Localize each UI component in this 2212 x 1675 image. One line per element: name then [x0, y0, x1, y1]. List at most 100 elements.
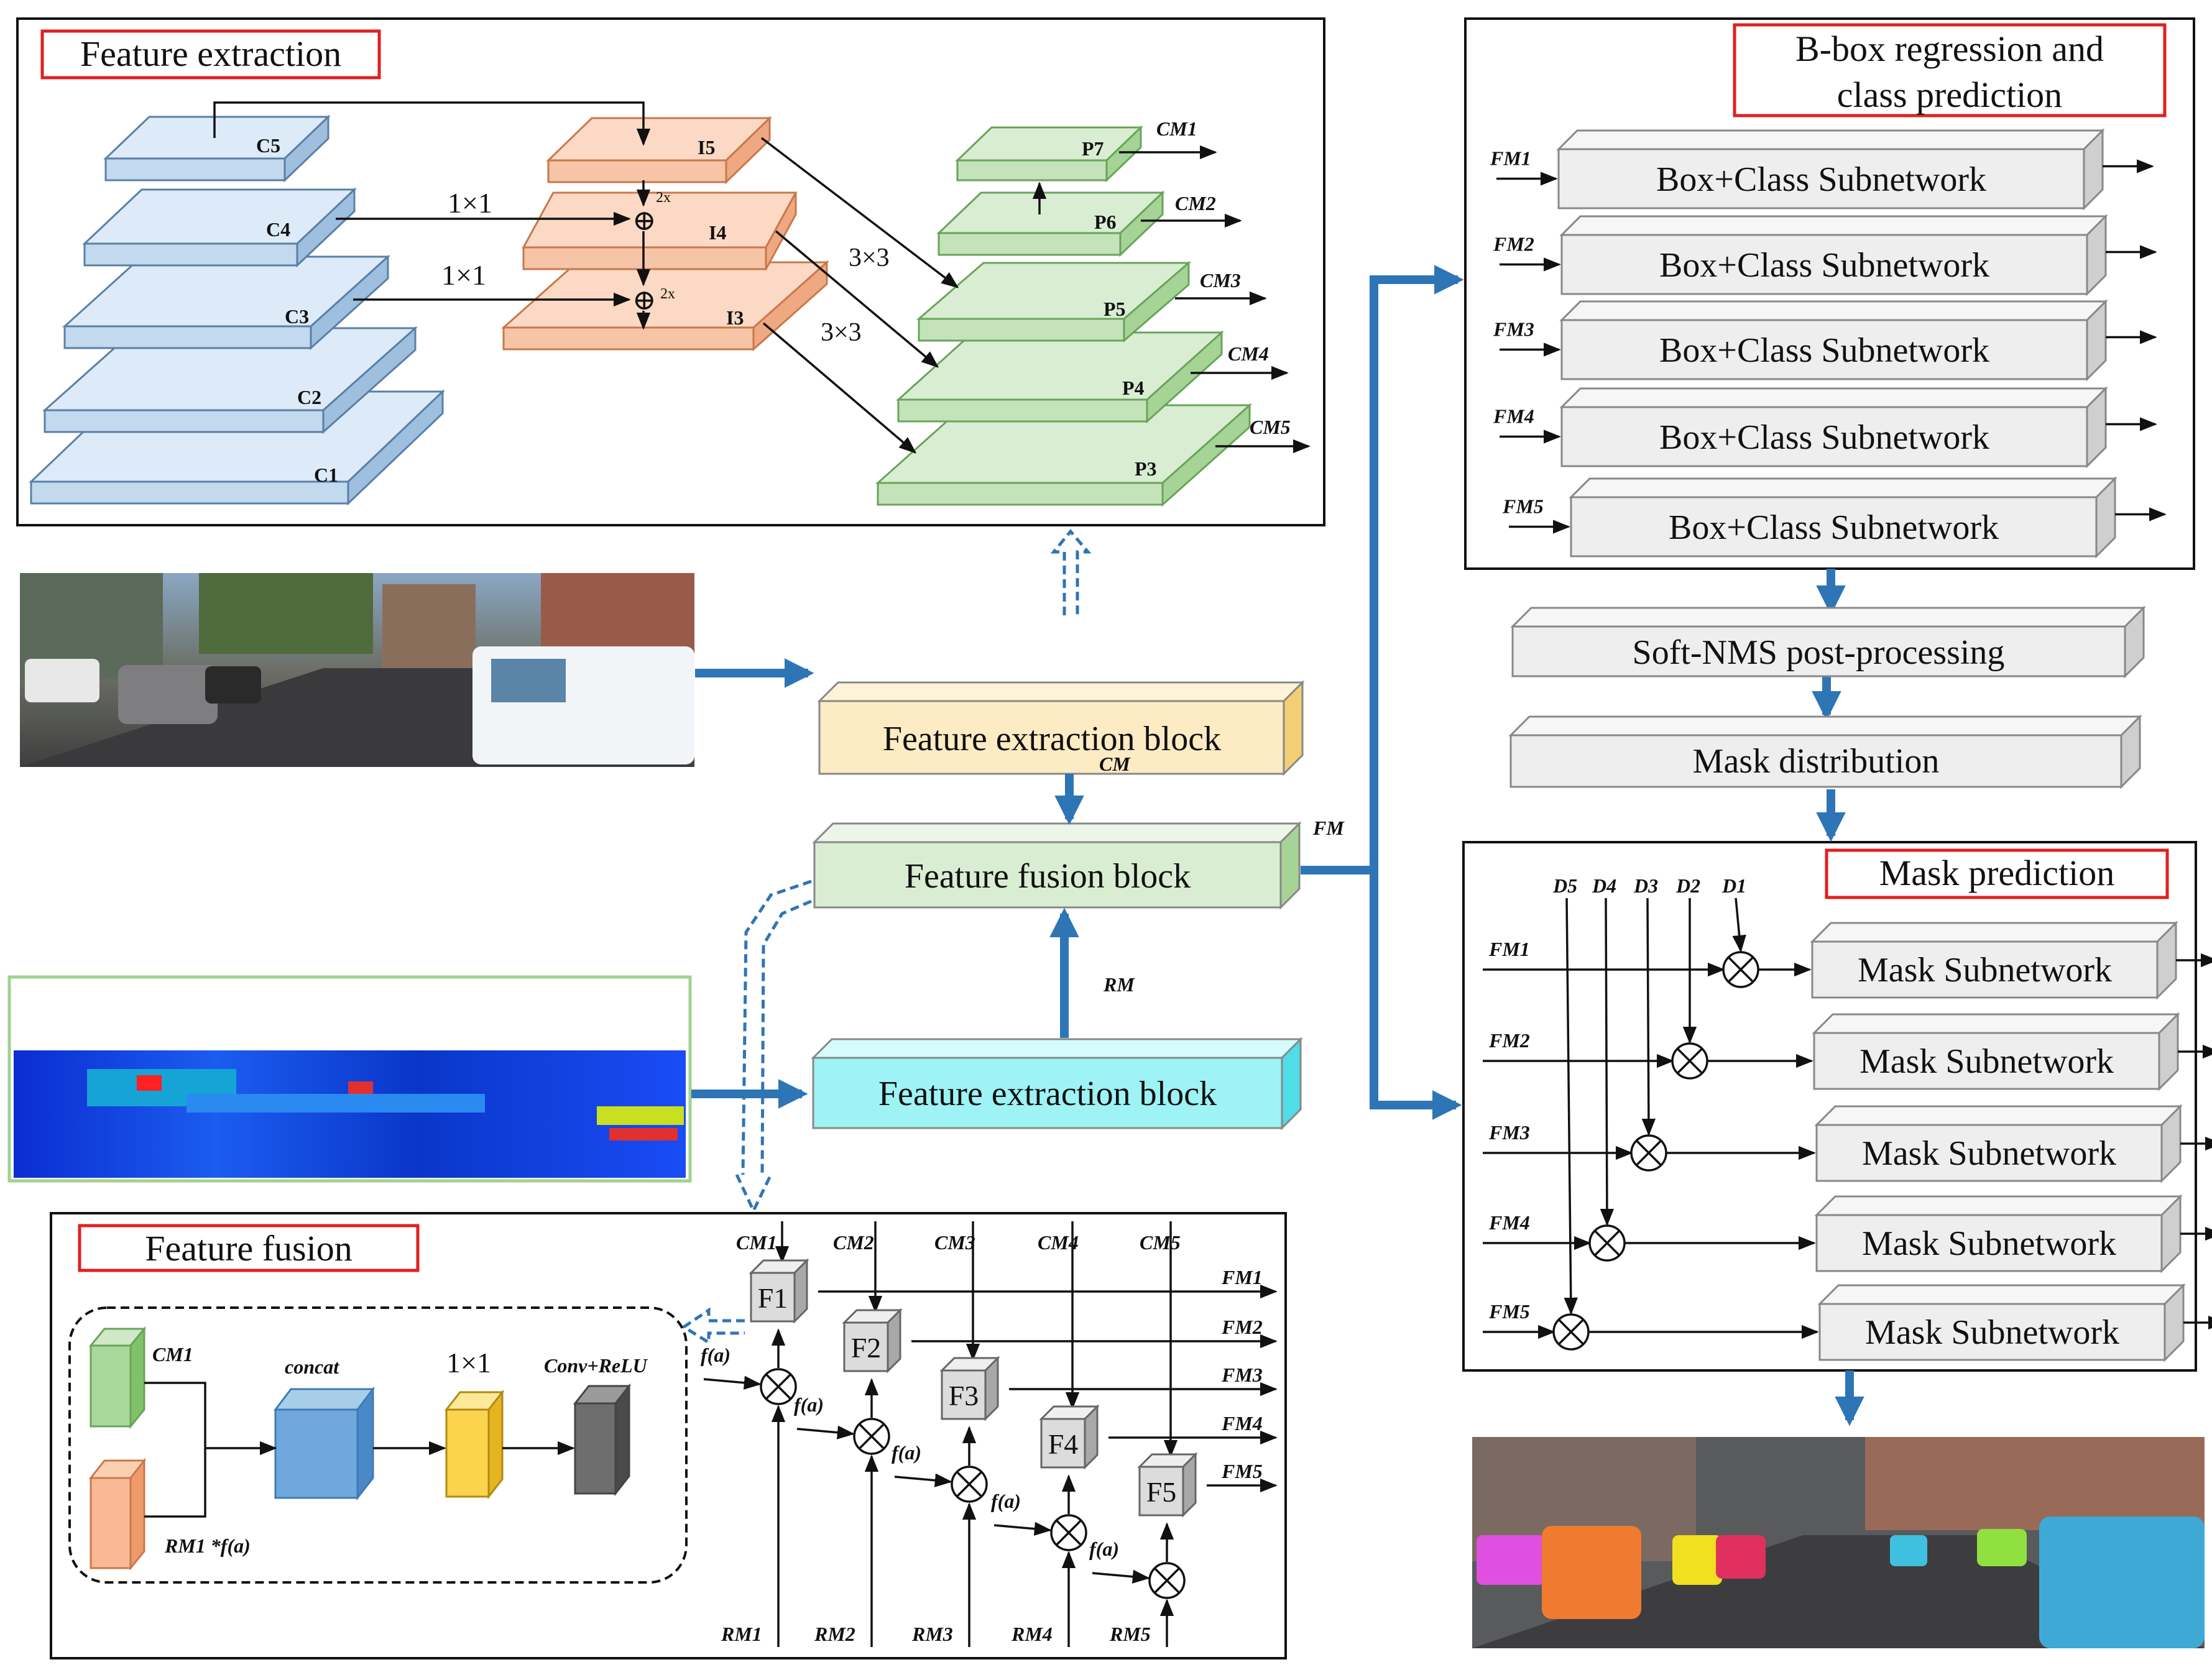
fusion-inset-1x1: 1×1 — [446, 1347, 491, 1379]
feature-fusion-block: Feature fusion block — [812, 821, 1302, 910]
layer-i5: I5 — [546, 116, 772, 185]
box-class-subnetwork-5-box — [1569, 476, 2118, 559]
cm1-out-label: CM1 — [1156, 117, 1197, 140]
mask-subnetwork-5-label: Mask Subnetwork — [1865, 1313, 2119, 1352]
soft-nms-label: Soft-NMS post-processing — [1633, 633, 2005, 672]
box-class-input-fm4: FM4 — [1493, 405, 1534, 428]
cm3-out-label: CM3 — [1200, 269, 1241, 291]
fusion-rm-in-3: RM3 — [911, 1623, 953, 1645]
box-class-subnetwork-4: Box+Class Subnetwork FM4 — [1493, 386, 2157, 469]
mask-d-label-2: D4 — [1592, 874, 1616, 897]
segmentation-output-image — [1472, 1437, 2205, 1648]
layer-c1-label: C1 — [314, 464, 338, 486]
layer-p3-label: P3 — [1135, 457, 1157, 480]
mask-d-label-1: D5 — [1552, 874, 1577, 897]
conv-3x3-i5: 3×3 — [849, 244, 890, 272]
mask-multiply-1 — [1722, 951, 1759, 988]
fusion-cm-in-4: CM4 — [1038, 1231, 1079, 1254]
fusion-node-f5-label: F5 — [1146, 1476, 1177, 1508]
mask-d-label-5: D1 — [1721, 874, 1746, 897]
feature-fusion-frame — [50, 1212, 1287, 1659]
flow-arrows — [691, 265, 1864, 1426]
fusion-multiply-4 — [1050, 1514, 1087, 1551]
layer-p5: P5 — [916, 260, 1192, 343]
fusion-fm-out-2: FM2 — [1221, 1316, 1263, 1338]
conv-3x3-i4: 3×3 — [821, 318, 862, 347]
upsample-2x-i3: 2x — [660, 286, 675, 302]
layer-c4: C4 — [82, 187, 357, 268]
fusion-node-f2-label: F2 — [851, 1332, 882, 1364]
p-layers: P3 P4 P5 P6 P7 — [875, 125, 1252, 507]
fusion-multiply-2 — [853, 1418, 890, 1455]
box-class-subnetwork-2-label: Box+Class Subnetwork — [1659, 246, 1989, 285]
fusion-inset-conv: Conv+ReLU — [544, 1354, 648, 1377]
bbox-title-line2: class prediction — [1837, 75, 2062, 115]
mask-distribution-box: Mask distribution — [1508, 714, 2142, 789]
layer-c2-label: C2 — [297, 386, 321, 408]
cm4-out-label: CM4 — [1228, 342, 1269, 365]
mask-input-fm2: FM2 — [1488, 1029, 1530, 1052]
box-class-subnetwork-4-label: Box+Class Subnetwork — [1659, 418, 1989, 457]
feature-fusion-title: Feature fusion — [145, 1228, 352, 1269]
mask-multiply-5 — [1552, 1313, 1590, 1351]
layer-c5: C5 — [103, 114, 331, 183]
mask-subnetwork-4-label: Mask Subnetwork — [1862, 1224, 2116, 1263]
layer-i3-label: I3 — [726, 306, 744, 329]
fusion-cm-in-1: CM1 — [736, 1231, 777, 1254]
feature-extraction-block-bottom-label: Feature extraction block — [878, 1075, 1217, 1113]
mask-d-label-4: D2 — [1675, 874, 1700, 897]
mask-input-fm3: FM3 — [1488, 1121, 1530, 1144]
fusion-node-f3-box — [939, 1356, 1000, 1421]
layer-i5-label: I5 — [698, 136, 715, 158]
mask-frame — [1462, 841, 2197, 1372]
fm-flow-label: FM — [1312, 817, 1345, 839]
fusion-node-f1-box — [749, 1258, 809, 1324]
layer-c4-label: C4 — [266, 218, 290, 241]
fusion-rm-in-1: RM1 — [721, 1623, 762, 1645]
cm-flow-label: CM — [1099, 753, 1131, 775]
mask-subnetwork-2-box — [1812, 1012, 2180, 1091]
cm5-out-label: CM5 — [1250, 416, 1291, 438]
fusion-inset-concat: concat — [285, 1356, 339, 1378]
mask-subnetwork-3-label: Mask Subnetwork — [1862, 1134, 2116, 1173]
box-class-subnetwork-4-box — [1559, 386, 2108, 469]
fusion-fm-out-4: FM4 — [1221, 1412, 1263, 1434]
mask-subnetwork-5-box — [1817, 1283, 2186, 1362]
feature-extraction-block-bottom: Feature extraction block — [811, 1037, 1303, 1131]
box-class-subnetwork-3-label: Box+Class Subnetwork — [1659, 331, 1989, 370]
fusion-node-f2-box — [842, 1308, 903, 1374]
fusion-fm-out-5: FM5 — [1221, 1460, 1263, 1482]
fusion-inset: CM1 RM1 *f(a) concat 1×1 Conv+ReLU — [68, 1306, 688, 1584]
box-class-input-fm2: FM2 — [1493, 233, 1534, 255]
layer-p6-label: P6 — [1094, 211, 1117, 233]
fusion-grid: CM1FM1f(a)RM1F1CM2FM2f(a)RM2F2CM3FM3f(a)… — [701, 1221, 1278, 1647]
conv-1x1-c4: 1×1 — [448, 187, 492, 219]
mask-multiply-3 — [1630, 1134, 1667, 1172]
conv-1x1-c3: 1×1 — [441, 259, 486, 291]
box-class-input-fm5: FM5 — [1502, 495, 1544, 518]
fusion-rm-in-2: RM2 — [814, 1623, 855, 1645]
mask-d-label-3: D3 — [1633, 874, 1658, 897]
mask-input-fm1: FM1 — [1488, 938, 1530, 960]
fusion-fm-out-1: FM1 — [1221, 1266, 1263, 1288]
fusion-cm-in-3: CM3 — [934, 1231, 975, 1254]
depth-map-image — [7, 975, 692, 1183]
rm-flow-label: RM — [1103, 973, 1135, 996]
rgb-street-image — [20, 573, 694, 767]
fusion-fa-4: f(a) — [991, 1490, 1021, 1512]
layer-p4-label: P4 — [1122, 377, 1145, 399]
mask-subnetwork-3: Mask Subnetwork FM3 — [1483, 897, 2212, 1183]
layer-p7-label: P7 — [1082, 137, 1104, 160]
layer-i4: I4 — [522, 191, 798, 270]
fusion-node-f4-label: F4 — [1048, 1428, 1079, 1460]
